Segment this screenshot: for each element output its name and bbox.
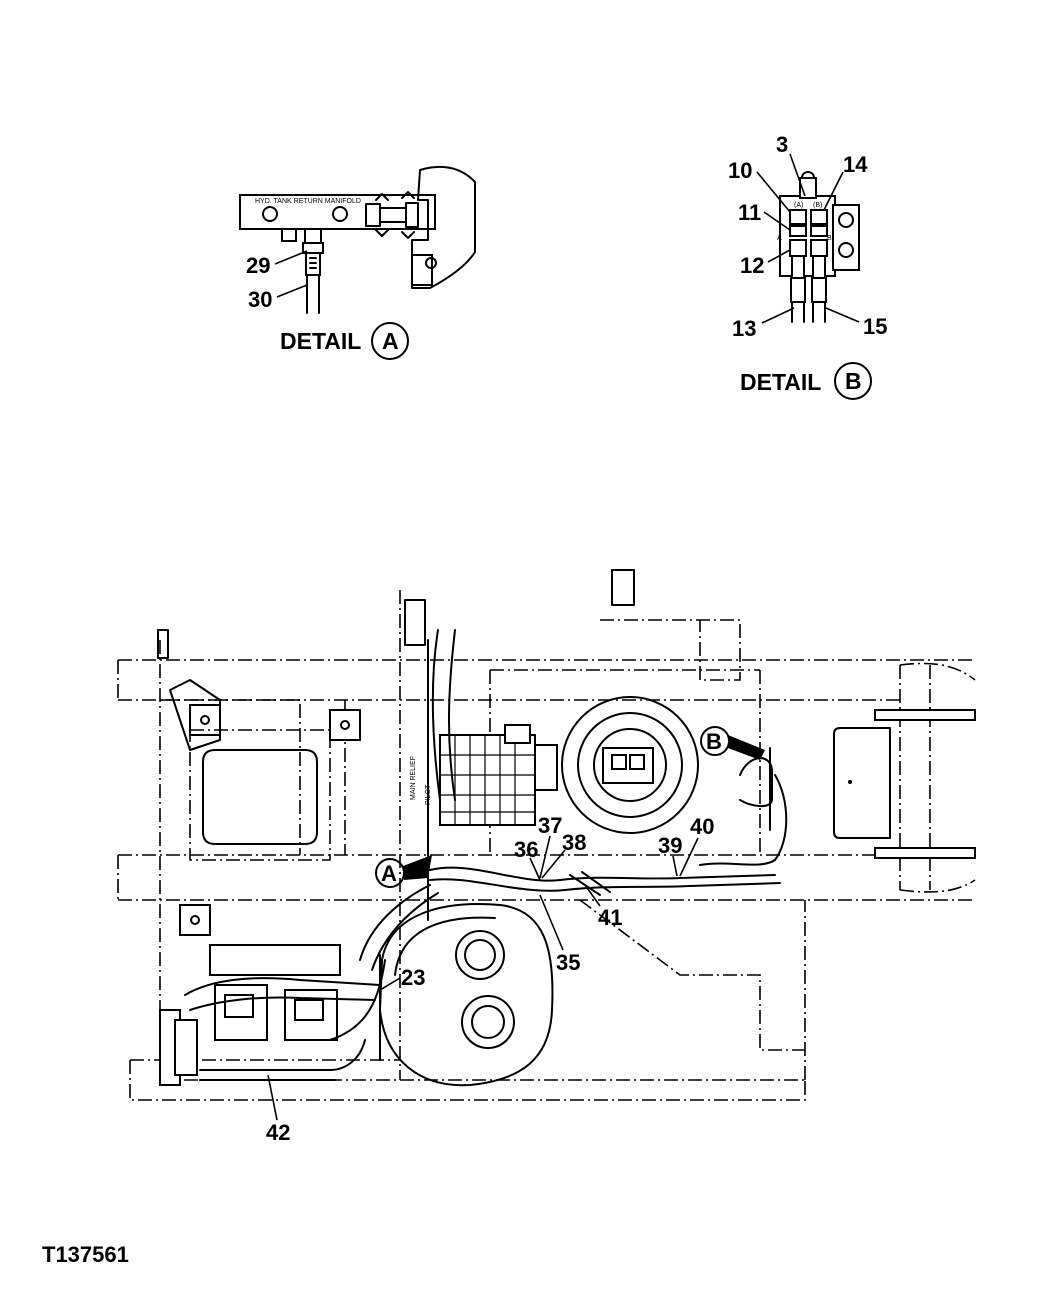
svg-text:A: A [381,861,397,886]
manifold-label: HYD. TANK RETURN MANIFOLD [255,198,361,205]
svg-text:MAIN RELIEF: MAIN RELIEF [410,756,417,800]
svg-text:A: A [382,328,399,354]
detail-a-title: DETAIL A [280,322,409,360]
callout-39: 39 [658,833,682,858]
pump-housing [379,903,554,1087]
svg-text:(B): (B) [813,202,822,209]
svg-text:(A): (A) [794,202,803,209]
callout-15: 15 [863,314,887,339]
callout-23: 23 [401,965,425,990]
detail-a-callouts: 29 30 [246,250,308,312]
callout-11: 11 [738,200,761,225]
callout-40: 40 [690,814,714,839]
callout-37: 37 [538,813,562,838]
detail-marker-a: A [375,855,432,888]
hose-routing [184,629,788,1081]
main-callouts: 23 35 36 37 38 39 40 41 42 [266,813,714,1145]
svg-text:B: B [706,729,722,754]
detail-a: HYD. TANK RETURN MANIFOLD 29 30 [239,165,476,360]
svg-text:B: B [845,368,862,394]
drawing-id: T137561 [42,1242,129,1267]
detail-a-manifold: HYD. TANK RETURN MANIFOLD [239,165,476,314]
svg-text:A: A [777,235,782,242]
main-view: MAIN RELIEF PILOT [117,569,976,1145]
callout-10: 10 [728,158,752,183]
access-window [189,729,331,861]
svg-text:DETAIL: DETAIL [740,369,821,395]
detail-b-title: DETAIL B [740,362,872,400]
callout-29: 29 [246,253,270,278]
callout-14: 14 [843,152,868,177]
detail-b-valve: (A) (B) A B [777,171,860,323]
detail-b: (A) (B) A B 3 10 11 12 [728,132,887,400]
callout-12: 12 [740,253,764,278]
svg-text:B: B [827,235,832,242]
callout-41: 41 [598,905,622,930]
control-valve: MAIN RELIEF PILOT [410,724,558,826]
swing-bearing [561,696,699,834]
callout-36: 36 [514,837,538,862]
gear-pumps [159,944,341,1086]
frame-brackets [157,569,976,936]
detail-marker-b: B [700,726,773,807]
svg-text:DETAIL: DETAIL [280,328,361,354]
callout-3: 3 [776,132,788,157]
callout-30: 30 [248,287,272,312]
callout-38: 38 [562,830,586,855]
detail-b-callouts: 3 10 11 12 13 14 15 [728,132,887,341]
side-cover [833,727,891,839]
callout-42: 42 [266,1120,290,1145]
callout-35: 35 [556,950,580,975]
callout-13: 13 [732,316,756,341]
